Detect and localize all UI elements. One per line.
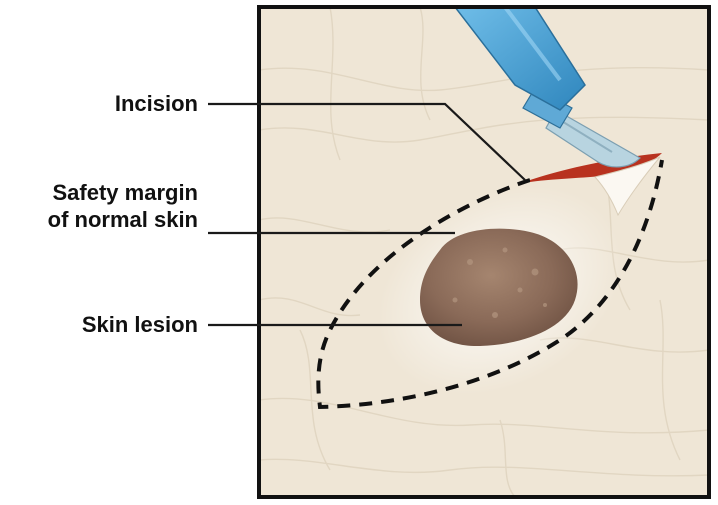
incision-label: Incision <box>115 90 198 117</box>
safety-margin-label-line1: Safety margin <box>48 179 198 206</box>
safety-margin-label: Safety margin of normal skin <box>48 179 198 233</box>
safety-margin-label-line2: of normal skin <box>48 206 198 233</box>
skin-lesion-label: Skin lesion <box>82 311 198 338</box>
